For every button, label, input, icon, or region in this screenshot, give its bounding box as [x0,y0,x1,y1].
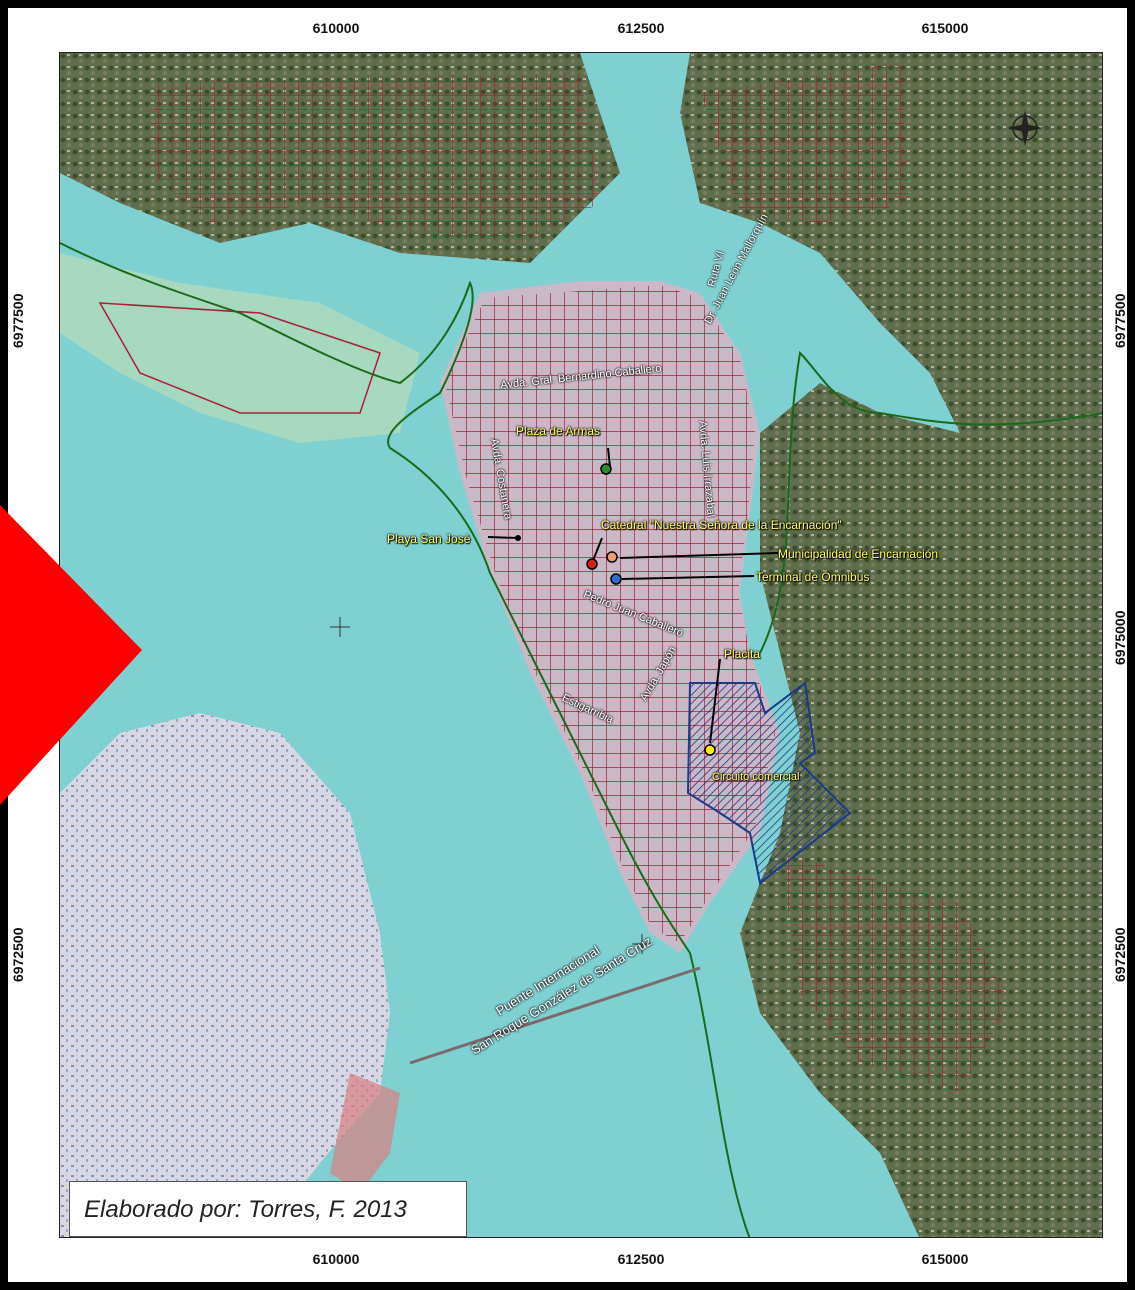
label-municipalidad: Municipalidad de Encarnación [778,547,939,561]
red-arrow-pointer [0,505,142,805]
leader-placita [709,658,721,744]
marsh-roads [98,302,381,414]
x-tick-top-1: 610000 [312,20,360,36]
playa-point[interactable] [515,535,521,541]
border-line [60,242,751,1237]
label-terminal: Terminal de Ómnibus [756,570,870,584]
posadas-city [60,713,390,1237]
catedral-point[interactable] [586,558,598,570]
terminal-point[interactable] [610,573,622,585]
plaza-de-armas-point[interactable] [600,463,612,475]
credit-text: Elaborado por: Torres, F. 2013 [84,1196,407,1223]
urban-grid-northeast [700,63,910,223]
international-bridge [409,966,701,1065]
leader-terminal [621,575,755,580]
creek-line [759,350,1102,654]
north-arrow-icon [1007,110,1043,146]
x-tick-top-3: 615000 [921,20,969,36]
label-placita: Placita [724,647,761,661]
y-tick-right-2: 6975000 [1112,610,1128,665]
grid-crosshairs [330,617,652,954]
circuito-comercial-area [686,681,852,885]
y-tick-left-3: 6972500 [10,927,26,982]
x-tick-bottom-3: 615000 [921,1251,969,1267]
x-tick-bottom-2: 612500 [617,1251,665,1267]
credit-box: Elaborado por: Torres, F. 2013 [69,1181,467,1237]
satellite-map[interactable]: Plaza de Armas Catedral "Nuestra Señora … [59,52,1103,1238]
leader-playa [487,536,519,539]
label-plaza-de-armas: Plaza de Armas [516,424,601,438]
y-tick-right-3: 6972500 [1112,927,1128,982]
municipalidad-point[interactable] [606,551,618,563]
label-playa: Playa San José [387,532,471,546]
urban-grid-northwest [150,73,600,243]
label-catedral: Catedral "Nuestra Señora de la Encarnaci… [601,518,842,532]
x-tick-top-2: 612500 [617,20,665,36]
placita-point[interactable] [704,744,716,756]
marsh-peninsula [60,253,420,443]
x-tick-bottom-1: 610000 [312,1251,360,1267]
label-circuito: Circuito comercial [712,771,800,783]
map-canvas [60,53,1102,1237]
leader-municipalidad [619,552,779,559]
y-tick-left-1: 6977500 [10,293,26,348]
y-tick-right-1: 6977500 [1112,293,1128,348]
urban-grid-southeast [780,853,1010,1093]
leader-plaza [607,447,611,468]
posadas-port [330,1073,400,1193]
